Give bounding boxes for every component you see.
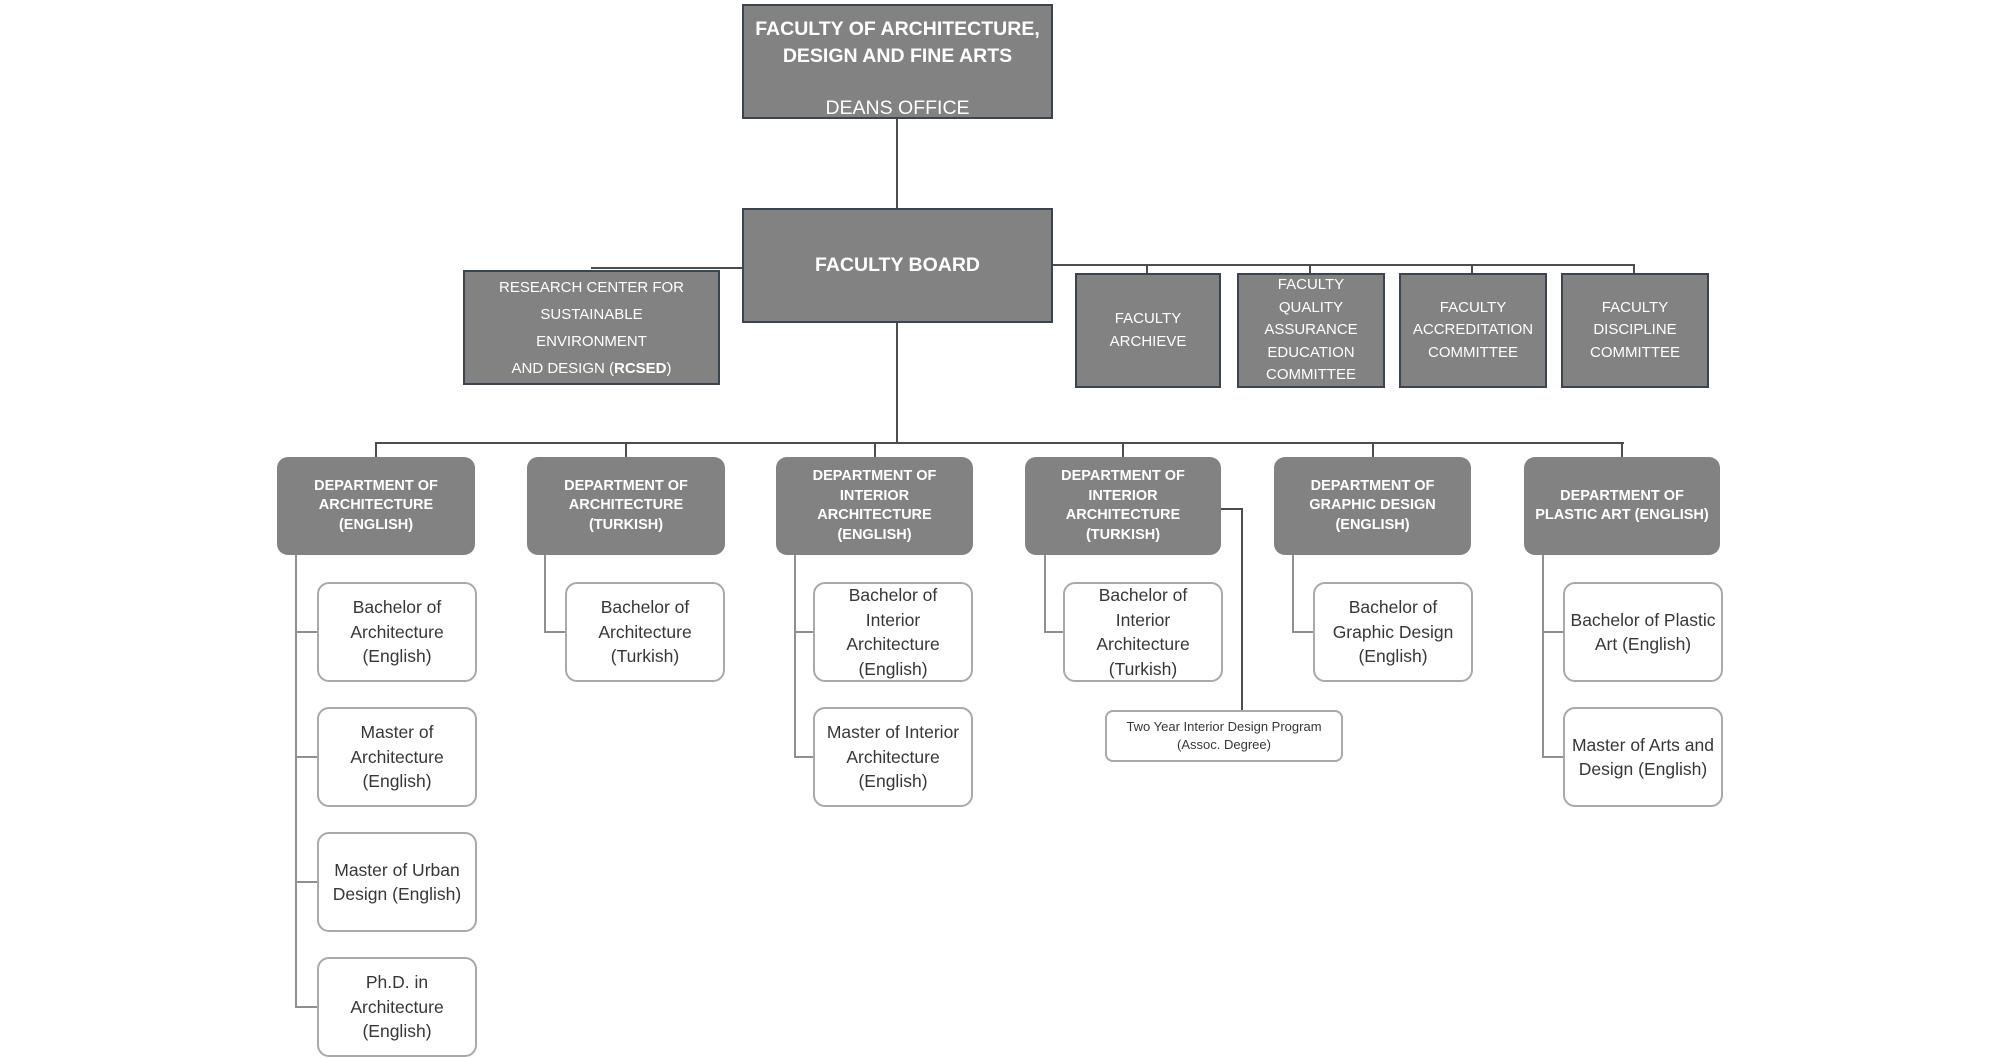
program-box-bachelor-architecture-english: Bachelor of Architecture (English) (317, 582, 477, 682)
connector-int-en-p1 (794, 756, 814, 758)
department-box-graphic-design-english: DEPARTMENT OF GRAPHIC DESIGN (ENGLISH) (1274, 457, 1471, 555)
connector-plastic-p1 (1542, 756, 1564, 758)
connector-arch-tr-p0 (544, 631, 566, 633)
research-label-suffix: ) (666, 359, 672, 377)
committee-box-faculty-archieve: FACULTY ARCHIEVE (1075, 273, 1221, 388)
connector-spine-plastic (1542, 555, 1544, 757)
connector-stub-quality (1309, 264, 1311, 273)
program-box-bachelor-interior-architecture-english: Bachelor of Interior Architecture (Engli… (813, 582, 973, 682)
program-label: Master of Interior Architecture (English… (826, 722, 960, 792)
deans-office-label: DEANS OFFICE (825, 97, 970, 119)
faculty-board-label: FACULTY BOARD (814, 254, 981, 276)
connector-twoyear-v (1241, 508, 1243, 711)
research-center-box: RESEARCH CENTER FOR SUSTAINABLE ENVIRONM… (463, 270, 720, 385)
program-box-bachelor-architecture-turkish: Bachelor of Architecture (Turkish) (565, 582, 725, 682)
department-box-architecture-english: DEPARTMENT OF ARCHITECTURE (ENGLISH) (277, 457, 475, 555)
research-acronym: RCSED (614, 359, 667, 377)
connector-spine-int-en (794, 555, 796, 757)
connector-arch-en-p2 (295, 881, 318, 883)
committee-box-discipline: FACULTY DISCIPLINE COMMITTEE (1561, 273, 1709, 388)
department-box-interior-architecture-english: DEPARTMENT OF INTERIOR ARCHITECTURE (ENG… (776, 457, 973, 555)
program-box-bachelor-interior-architecture-turkish: Bachelor of Interior Architecture (Turki… (1063, 582, 1223, 682)
connector-stub-dept-graphic (1372, 442, 1374, 458)
program-label: Bachelor of Plastic Art (English) (1570, 609, 1716, 655)
connector-departments-trunk (375, 442, 1624, 444)
connector-plastic-p0 (1542, 631, 1564, 633)
committee-label: FACULTY DISCIPLINE COMMITTEE (1590, 298, 1680, 361)
committee-label: FACULTY QUALITY ASSURANCE EDUCATION COMM… (1264, 276, 1358, 384)
connector-graphic-p0 (1292, 631, 1314, 633)
program-box-master-interior-architecture-english: Master of Interior Architecture (English… (813, 707, 973, 807)
connector-board-to-departments (896, 323, 898, 443)
program-label: Master of Arts and Design (English) (1571, 734, 1714, 780)
connector-spine-int-tr (1044, 555, 1046, 632)
research-center-label: RESEARCH CENTER FOR SUSTAINABLE ENVIRONM… (485, 274, 698, 382)
connector-spine-arch-tr (544, 555, 546, 632)
program-label: Master of Urban Design (English) (332, 859, 462, 905)
program-label: Two Year Interior Design Program (Assoc.… (1126, 719, 1322, 752)
connector-stub-dept-arch-tr (625, 442, 627, 458)
program-box-master-urban-design-english: Master of Urban Design (English) (317, 832, 477, 932)
faculty-board-box: FACULTY BOARD (742, 208, 1053, 323)
connector-board-to-committees (1053, 264, 1635, 266)
connector-arch-en-p1 (295, 756, 318, 758)
department-label: DEPARTMENT OF ARCHITECTURE (TURKISH) (564, 477, 688, 533)
connector-spine-graphic (1292, 555, 1294, 632)
committee-label: FACULTY ARCHIEVE (1109, 310, 1187, 350)
connector-stub-archieve (1146, 264, 1148, 273)
connector-stub-dept-plastic (1621, 442, 1623, 458)
department-box-interior-architecture-turkish: DEPARTMENT OF INTERIOR ARCHITECTURE (TUR… (1025, 457, 1221, 555)
committee-box-quality-assurance: FACULTY QUALITY ASSURANCE EDUCATION COMM… (1237, 273, 1385, 388)
program-label: Bachelor of Interior Architecture (Engli… (846, 585, 940, 679)
connector-stub-dept-arch-en (375, 442, 377, 458)
program-label: Ph.D. in Architecture (English) (350, 972, 444, 1042)
connector-spine-arch-en (295, 555, 297, 1007)
program-box-master-arts-design-english: Master of Arts and Design (English) (1563, 707, 1723, 807)
connector-int-tr-p0 (1044, 631, 1064, 633)
connector-board-to-research (591, 267, 742, 269)
connector-arch-en-p0 (295, 631, 318, 633)
connector-stub-dept-int-tr (1122, 442, 1124, 458)
program-label: Bachelor of Graphic Design (English) (1332, 597, 1454, 667)
program-box-phd-architecture-english: Ph.D. in Architecture (English) (317, 957, 477, 1057)
program-label: Bachelor of Architecture (English) (350, 597, 444, 667)
department-box-architecture-turkish: DEPARTMENT OF ARCHITECTURE (TURKISH) (527, 457, 725, 555)
connector-arch-en-p3 (295, 1006, 318, 1008)
research-label-prefix: RESEARCH CENTER FOR SUSTAINABLE ENVIRONM… (498, 278, 685, 377)
department-label: DEPARTMENT OF PLASTIC ART (ENGLISH) (1535, 487, 1709, 524)
committee-label: FACULTY ACCREDITATION COMMITTEE (1412, 298, 1534, 361)
department-label: DEPARTMENT OF GRAPHIC DESIGN (ENGLISH) (1309, 477, 1436, 533)
program-label: Bachelor of Interior Architecture (Turki… (1096, 585, 1190, 679)
committee-box-accreditation: FACULTY ACCREDITATION COMMITTEE (1399, 273, 1547, 388)
connector-stub-dept-int-en (874, 442, 876, 458)
department-label: DEPARTMENT OF INTERIOR ARCHITECTURE (TUR… (1061, 468, 1185, 543)
program-box-master-architecture-english: Master of Architecture (English) (317, 707, 477, 807)
deans-office-box: FACULTY OF ARCHITECTURE, DESIGN AND FINE… (742, 4, 1053, 119)
connector-stub-discipline (1633, 264, 1635, 273)
connector-twoyear-h (1221, 508, 1243, 510)
connector-deans-to-board (896, 119, 898, 208)
program-label: Bachelor of Architecture (Turkish) (598, 597, 692, 667)
program-label: Master of Architecture (English) (350, 722, 444, 792)
department-box-plastic-art-english: DEPARTMENT OF PLASTIC ART (ENGLISH) (1524, 457, 1720, 555)
department-label: DEPARTMENT OF ARCHITECTURE (ENGLISH) (314, 477, 438, 533)
connector-int-en-p0 (794, 631, 814, 633)
faculty-title: FACULTY OF ARCHITECTURE, DESIGN AND FINE… (755, 18, 1040, 67)
connector-stub-accreditation (1471, 264, 1473, 273)
department-label: DEPARTMENT OF INTERIOR ARCHITECTURE (ENG… (812, 468, 937, 543)
program-box-bachelor-graphic-design-english: Bachelor of Graphic Design (English) (1313, 582, 1473, 682)
program-box-two-year-interior-design: Two Year Interior Design Program (Assoc.… (1105, 710, 1343, 762)
program-box-bachelor-plastic-art-english: Bachelor of Plastic Art (English) (1563, 582, 1723, 682)
